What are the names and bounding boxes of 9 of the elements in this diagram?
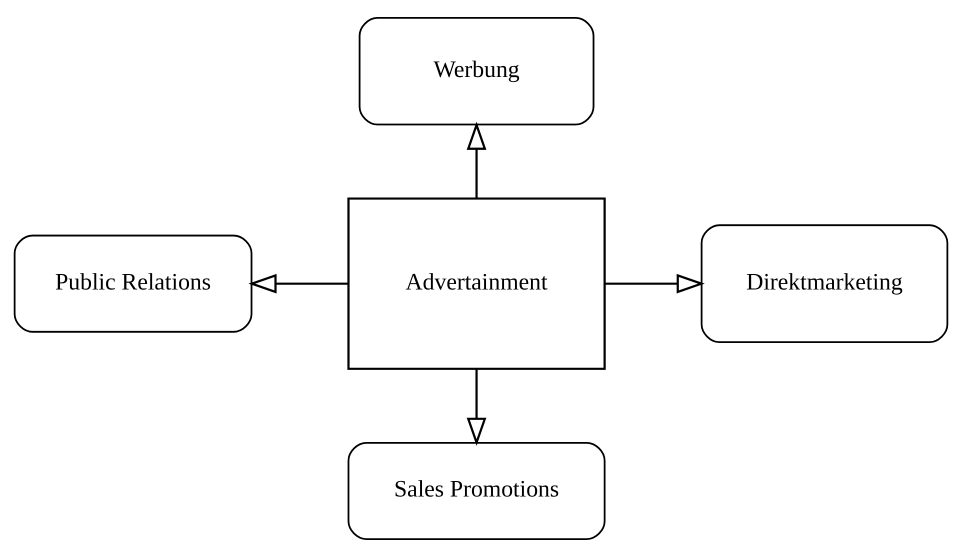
node-box: Advertainment (347, 197, 606, 370)
arrow (605, 274, 705, 294)
arrow (466, 122, 486, 198)
arrow (466, 368, 486, 446)
arrow (248, 274, 348, 294)
node-box: Werbung (358, 17, 594, 126)
node-box: Sales Promotions (348, 442, 606, 540)
node-box: Public Relations (14, 234, 252, 333)
node-box: Direktmarketing (700, 224, 948, 344)
